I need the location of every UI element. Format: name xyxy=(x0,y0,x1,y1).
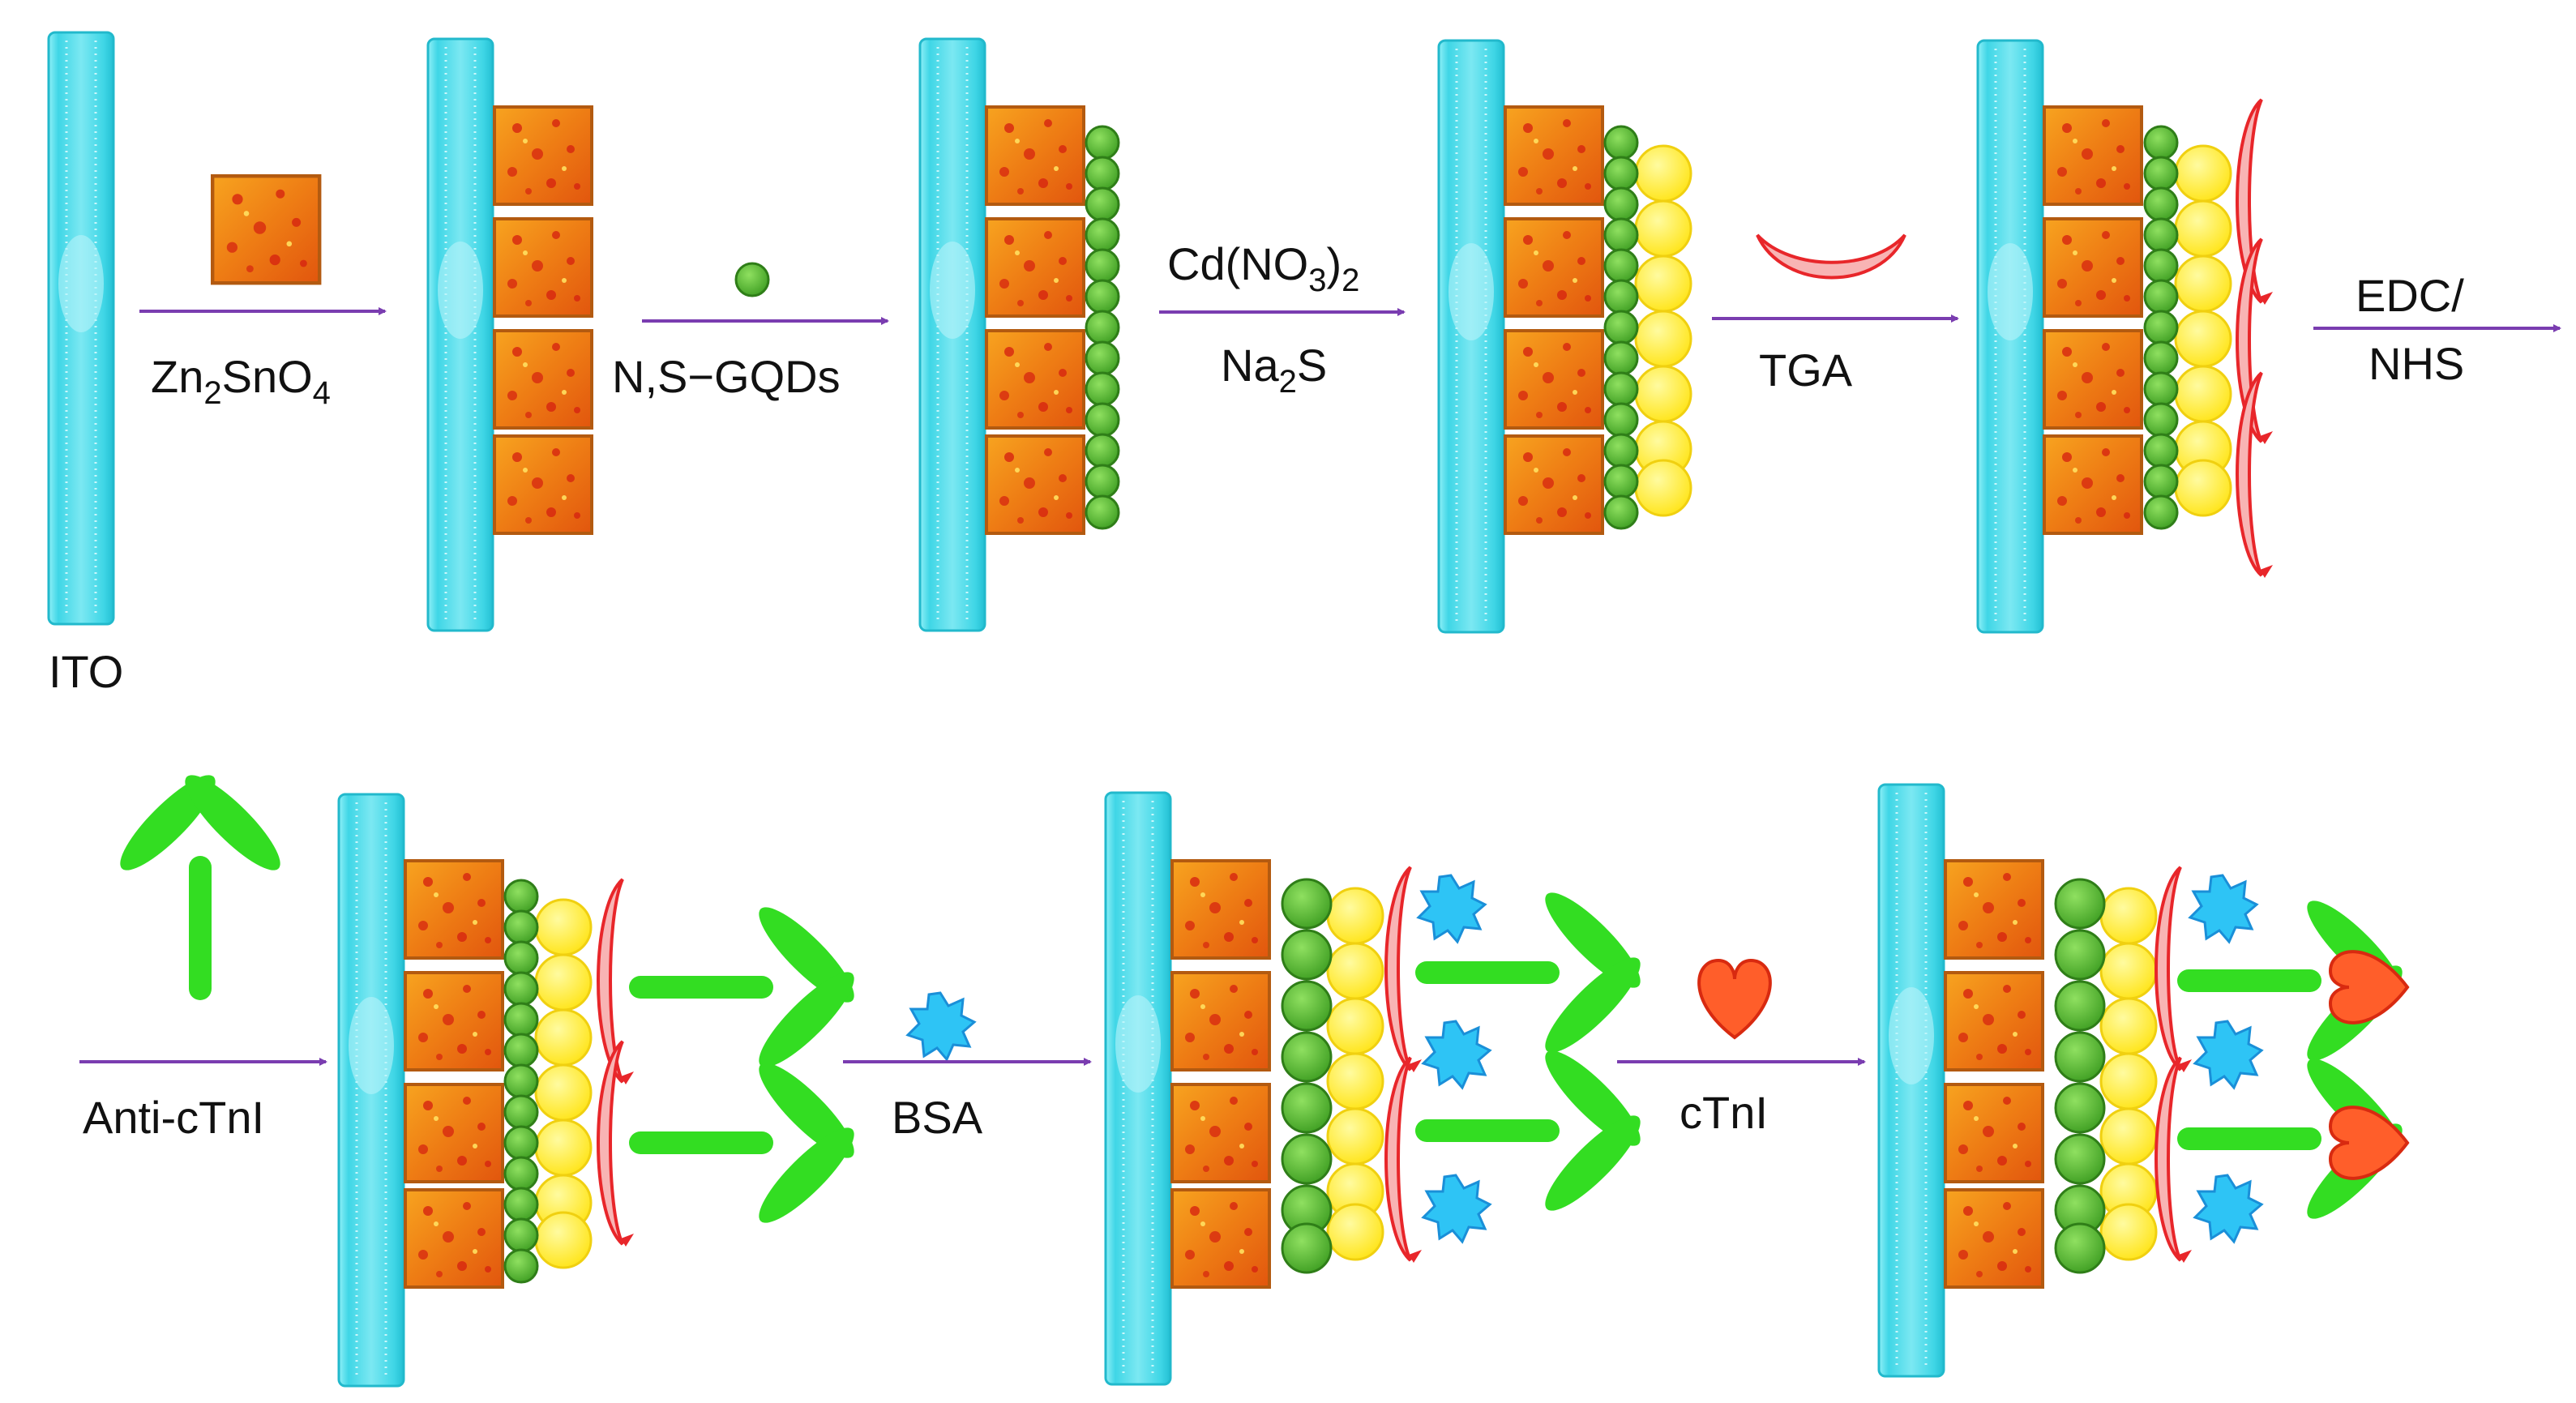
cube-icon xyxy=(404,1083,504,1183)
cube-icon xyxy=(404,1188,504,1289)
tga-layer xyxy=(597,878,635,1248)
step-ctni xyxy=(1617,959,1866,1066)
electrode-icon xyxy=(426,37,494,632)
cube-icon xyxy=(985,329,1085,430)
gqd-layer xyxy=(1603,125,1639,530)
cube-icon xyxy=(2043,217,2143,318)
tga-crescent-icon xyxy=(1384,1056,1423,1264)
bsa-icon xyxy=(1417,874,1487,943)
step-gqds xyxy=(642,262,889,325)
cube-icon xyxy=(493,434,593,535)
cube-icon xyxy=(1504,105,1604,206)
bsa-icon xyxy=(2189,874,2258,943)
tga-layer xyxy=(1384,866,1423,1264)
bsa-icon xyxy=(2193,1174,2263,1243)
label-zn2sno4: Zn2SnO4 xyxy=(151,351,331,411)
cds-layer xyxy=(534,898,593,1269)
cube-icon xyxy=(1944,859,2044,960)
cube-icon xyxy=(985,217,1085,318)
cube-icon xyxy=(985,434,1085,535)
cube-icon xyxy=(1504,329,1604,430)
tga-crescent-icon xyxy=(2155,1056,2193,1264)
cube-icon xyxy=(404,859,504,960)
cube-icon xyxy=(1170,1083,1271,1183)
cube-icon xyxy=(1170,859,1271,960)
electrode-icon xyxy=(918,37,986,632)
bsa-icon xyxy=(2193,1020,2263,1089)
gqd-dot-icon xyxy=(734,262,770,297)
label-tga: TGA xyxy=(1759,344,1853,396)
cube-icon xyxy=(1504,434,1604,535)
gqd-layer xyxy=(1085,125,1120,530)
tga-crescent-icon xyxy=(597,1040,635,1248)
stage-2-zn2sno4 xyxy=(426,37,593,632)
electrode-icon xyxy=(1877,783,1945,1378)
cube-icon xyxy=(493,105,593,206)
antibody-icon xyxy=(109,764,291,989)
label-edc: EDC/ xyxy=(2356,270,2464,321)
ctni-heart-icon xyxy=(1697,959,1772,1039)
gqd-layer xyxy=(2054,878,2106,1274)
cube-icon xyxy=(493,329,593,430)
gqd-layer xyxy=(2143,125,2179,530)
label-cd-no3: Cd(NO3)2 xyxy=(1167,238,1359,298)
label-anti-ctni: Anti-cTnI xyxy=(83,1092,264,1143)
gqd-layer xyxy=(1281,878,1333,1274)
antibody-icon xyxy=(640,1052,865,1234)
cube-icon xyxy=(2043,329,2143,430)
cube-icon xyxy=(2043,105,2143,206)
label-bsa: BSA xyxy=(892,1092,983,1143)
label-ito: ITO xyxy=(49,646,123,697)
label-na2s: Na2S xyxy=(1221,340,1327,400)
cube-icon xyxy=(1504,217,1604,318)
cube-icon xyxy=(493,217,593,318)
cds-layer xyxy=(2174,144,2232,517)
tga-crescent-icon xyxy=(2236,98,2274,306)
cds-layer xyxy=(1634,144,1692,517)
cube-icon xyxy=(1170,1188,1271,1289)
step-bsa xyxy=(843,991,1092,1066)
label-nhs: NHS xyxy=(2368,338,2464,389)
stage-7-bsa xyxy=(1104,791,1651,1386)
tga-layer xyxy=(2236,98,2274,580)
cube-icon xyxy=(985,105,1085,206)
stage-3-gqds xyxy=(918,37,1120,632)
electrode-icon xyxy=(1437,39,1505,634)
bsa-icon xyxy=(1422,1174,1491,1243)
cube-icon xyxy=(2043,434,2143,535)
gqd-layer xyxy=(503,879,539,1284)
bsa-icon xyxy=(906,991,976,1061)
antibody-icon xyxy=(640,896,865,1078)
step-tga xyxy=(1712,233,1959,323)
label-ctni: cTnI xyxy=(1680,1087,1768,1138)
cds-layer xyxy=(2099,887,2158,1261)
cube-icon xyxy=(1944,1083,2044,1183)
cube-icon xyxy=(1944,1188,2044,1289)
step-anti-ctni xyxy=(79,764,327,1066)
electrode-icon xyxy=(1976,39,2044,634)
tga-layer xyxy=(2155,866,2193,1264)
cube-icon xyxy=(1170,971,1271,1071)
stage-4-cds xyxy=(1437,39,1692,634)
stage-6-antibody xyxy=(337,793,865,1388)
step-zn2sno4 xyxy=(139,174,387,315)
electrode-icon xyxy=(337,793,405,1388)
electrode-icon xyxy=(1104,791,1172,1386)
label-gqds: N,S−GQDs xyxy=(612,351,841,402)
cube-icon xyxy=(404,971,504,1071)
cube-icon xyxy=(211,174,322,285)
stage-8-ctni xyxy=(1877,783,2413,1378)
electrode-icon xyxy=(47,31,115,626)
cube-icon xyxy=(1944,971,2044,1071)
stage-1-ito xyxy=(47,31,115,626)
stage-5-tga xyxy=(1976,39,2274,634)
tga-crescent-icon xyxy=(1756,233,1906,280)
cds-layer xyxy=(1326,887,1384,1261)
bsa-icon xyxy=(1422,1020,1491,1089)
ctni-heart-icon xyxy=(2329,1106,2409,1180)
ctni-heart-icon xyxy=(2329,950,2409,1024)
